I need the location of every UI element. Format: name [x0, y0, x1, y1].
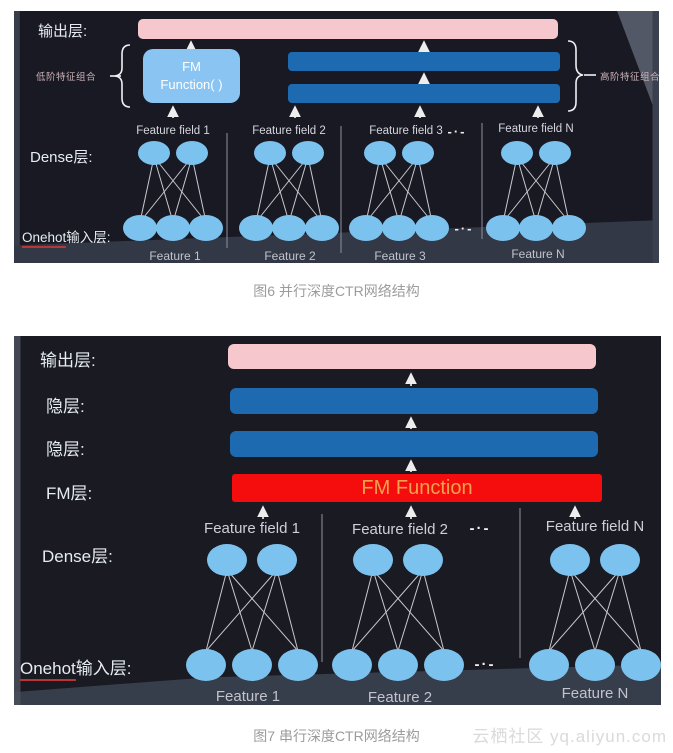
fig7-dense-layer-label: Dense层:: [42, 547, 113, 566]
fig6-high-order-combo-label: 高阶特征组合: [600, 72, 659, 83]
fig7-network-svg: [186, 372, 661, 681]
fig7-field-ellipsis: -·-: [469, 520, 491, 537]
fig6-feature3-label: Feature 3: [374, 249, 426, 263]
fig6-network-svg: [110, 40, 596, 253]
fig7-output-bar: [228, 344, 596, 369]
figure7-caption: 图7 串行深度CTR网络结构: [253, 728, 420, 744]
fig6-fm-box-line2: Function( ): [160, 76, 223, 92]
fig6-onehot-layer-label: Onehot输入层:: [22, 226, 111, 248]
fig6-feature-group-2: [239, 141, 339, 241]
fig7-hidden-bar-1: [230, 388, 598, 414]
fig7-hidden-layer-2-label: 隐层:: [46, 440, 85, 459]
fig6-field2-label: Feature field 2: [252, 125, 326, 137]
fig7-field2-label: Feature field 2: [352, 521, 448, 538]
fig7-hidden-layer-1-label: 隐层:: [46, 397, 85, 416]
fig6-feature-group-3: [349, 141, 449, 241]
fig6-feature2-label: Feature 2: [264, 249, 316, 263]
fig7-left-edge-shading: [14, 336, 21, 705]
fig6-field3-label: Feature field 3: [369, 125, 443, 137]
fig6-field-ellipsis: -·-: [447, 124, 467, 139]
fig6-onehot-prefix: Onehot: [22, 230, 67, 248]
fig6-featureN-label: Feature N: [511, 247, 565, 261]
fig6-onehot-ellipsis: -·-: [454, 221, 474, 236]
fig6-feature-group-N: [486, 141, 586, 241]
fig7-field1-label: Feature field 1: [204, 520, 300, 537]
fig7-fm-bar: FM Function: [232, 474, 602, 502]
fig7-feature1-label: Feature 1: [215, 688, 281, 705]
fig7-onehot-suffix: 输入层:: [75, 659, 132, 678]
fig6-hidden-bar-1: [288, 52, 560, 71]
fig7-onehot-prefix: Onehot: [20, 659, 76, 681]
fig6-onehot-suffix: 输入层:: [66, 230, 111, 245]
figure6-parallel-ctr-diagram: FM Function( ) 输出层: 低阶特征组合 高阶特征组合 Dense层…: [14, 11, 659, 263]
fig6-fm-box-line1: FM: [182, 59, 201, 74]
fig6-dense-layer-label: Dense层:: [30, 149, 93, 166]
fig6-output-layer-label: 输出层:: [38, 23, 88, 40]
fig6-fieldN-label: Feature field N: [498, 123, 574, 135]
fig7-fm-bar-text: FM Function: [361, 476, 473, 499]
fig7-hidden-bar-2: [230, 431, 598, 457]
watermark-text: 云栖社区 yq.aliyun.com: [472, 727, 667, 746]
figure7-serial-ctr-diagram: FM Function 输出层: 隐层: 隐层: FM层: Dense层: On…: [14, 336, 661, 705]
fig6-feature-group-1: [123, 141, 223, 241]
fig6-right-brace: [567, 40, 584, 112]
figure6-caption: 图6 并行深度CTR网络结构: [253, 283, 420, 299]
fig7-onehot-layer-label: Onehot输入层:: [20, 654, 132, 681]
fig7-feature-group-N: [529, 544, 661, 681]
fig7-output-layer-label: 输出层:: [40, 351, 96, 370]
fig7-feature2-label: Feature 2: [367, 689, 433, 705]
fig6-output-bar: [138, 19, 558, 39]
fig6-field1-label: Feature field 1: [136, 125, 210, 137]
fig6-hidden-bar-2: [288, 84, 560, 103]
fig7-fm-layer-label: FM层:: [46, 484, 93, 503]
fig7-feature-group-1: [186, 544, 318, 681]
fig6-left-edge-shading: [14, 11, 20, 263]
fig6-right-edge-shading: [652, 11, 659, 263]
fig7-feature-group-2: [332, 544, 464, 681]
fig7-featureN-label: Feature N: [561, 685, 629, 702]
fig6-low-order-combo-label: 低阶特征组合: [36, 72, 97, 83]
fig6-fm-function-box: FM Function( ): [143, 49, 240, 103]
fig7-onehot-ellipsis: -·-: [474, 656, 496, 673]
fig7-fieldN-label: Feature field N: [545, 518, 645, 535]
fig6-feature1-label: Feature 1: [149, 249, 201, 263]
